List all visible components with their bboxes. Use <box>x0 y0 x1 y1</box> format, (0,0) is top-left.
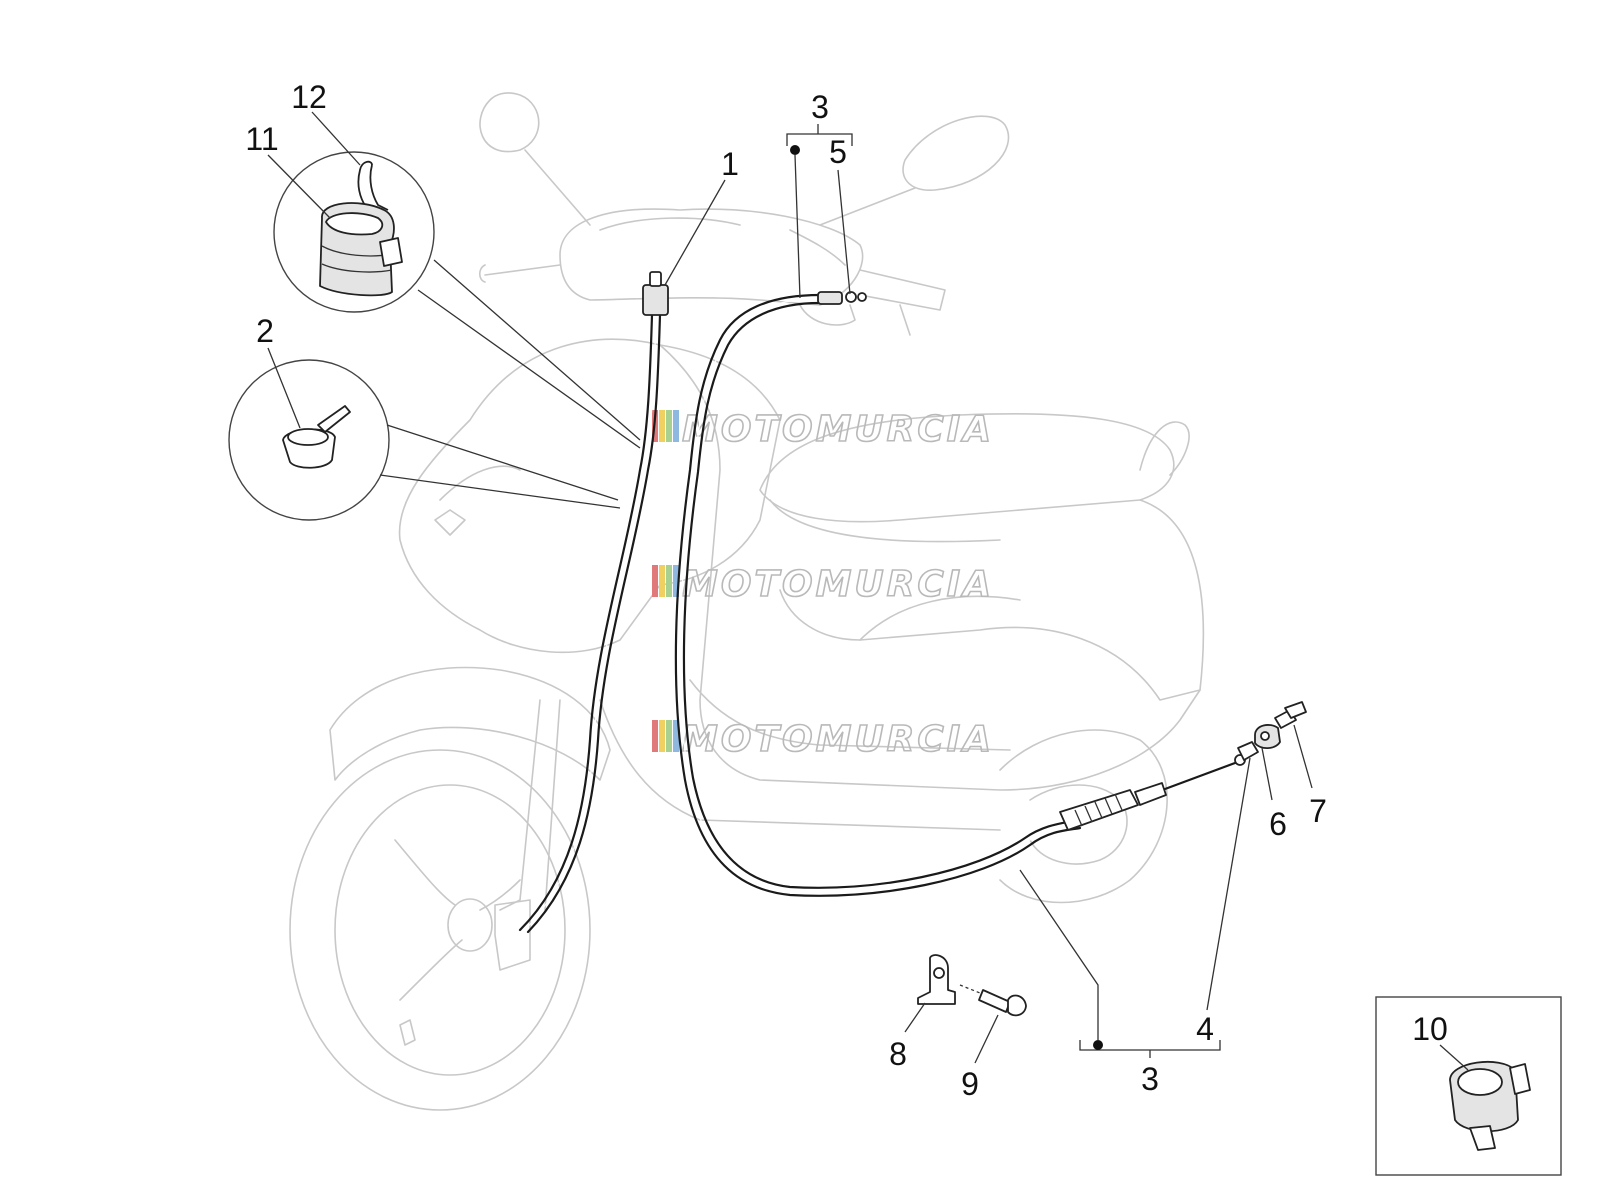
cable-1 <box>518 271 669 934</box>
leader-12 <box>311 111 361 166</box>
leader-2 <box>267 347 301 429</box>
watermark-group: MOTOMURCIA MOTOMURCIA MOTOMURCIA <box>652 408 994 761</box>
label-part-8: 8 <box>889 1036 907 1072</box>
leader-4 <box>1206 757 1251 1011</box>
leader-11 <box>267 154 331 219</box>
label-part-7: 7 <box>1309 793 1327 829</box>
label-part-4: 4 <box>1196 1011 1214 1047</box>
part-6-clamp <box>1254 724 1281 750</box>
watermark-2: MOTOMURCIA <box>652 563 994 606</box>
watermark-text: MOTOMURCIA <box>682 409 994 450</box>
part-9-bolt <box>959 984 1027 1017</box>
handlebar-right-grip <box>859 269 946 336</box>
part-number-labels: 1 2 3 5 11 12 4 3 6 7 8 9 10 <box>245 79 1447 1102</box>
label-part-1: 1 <box>721 146 739 182</box>
label-part-11: 11 <box>245 121 278 157</box>
leader-5 <box>837 169 851 295</box>
leader-9 <box>974 1014 999 1064</box>
rear-body <box>779 499 1205 701</box>
headset <box>559 208 864 306</box>
part-4-nut <box>1237 741 1259 761</box>
label-part-3-top: 3 <box>811 89 829 125</box>
seat <box>759 413 1175 523</box>
indicator <box>434 509 466 536</box>
label-part-3-bottom: 3 <box>1141 1061 1159 1097</box>
grab-handle <box>1139 421 1190 476</box>
leader-6 <box>1261 747 1273 801</box>
watermark-3: MOTOMURCIA <box>652 718 994 761</box>
part-2-clip <box>282 405 351 469</box>
brake-lever <box>799 304 856 326</box>
front-fork <box>499 699 561 911</box>
detail-bubble-2 <box>228 359 621 521</box>
front-fender <box>329 666 611 781</box>
watermark-text: MOTOMURCIA <box>682 564 994 605</box>
bracket-3-top-dot <box>790 145 800 155</box>
watermark-text: MOTOMURCIA <box>682 719 994 760</box>
label-part-6: 6 <box>1269 806 1287 842</box>
label-part-2: 2 <box>256 313 274 349</box>
label-part-5: 5 <box>829 134 847 170</box>
leader-1 <box>664 179 726 286</box>
part-10-clamp <box>1449 1060 1531 1151</box>
bracket-3-bottom <box>1079 1040 1221 1058</box>
leader-lines <box>267 111 1469 1071</box>
cable-1-top-fitting <box>642 284 669 316</box>
front-wheel-hub <box>447 898 493 952</box>
leader-8 <box>904 1002 926 1033</box>
cable-3-boot <box>1059 782 1167 831</box>
leader-7 <box>1293 724 1313 789</box>
part-7-screw <box>1274 701 1307 729</box>
label-part-9: 9 <box>961 1066 979 1102</box>
detail-bubble-11-12 <box>273 151 641 449</box>
label-part-10: 10 <box>1412 1011 1448 1047</box>
label-part-12: 12 <box>291 79 327 115</box>
watermark-1: MOTOMURCIA <box>652 408 994 451</box>
front-wheel-tyre <box>289 749 591 1111</box>
inset-box-part-10 <box>1375 996 1562 1176</box>
part-8-bracket <box>917 954 956 1005</box>
handlebar-left-grip <box>478 264 561 283</box>
bracket-3-top <box>786 124 853 146</box>
bracket-3-bottom-dot <box>1093 1040 1103 1050</box>
cable-3 <box>674 291 1246 897</box>
front-shield <box>398 338 781 654</box>
cable-3-handlebar-fitting <box>817 291 843 305</box>
rear-wheel <box>999 729 1168 904</box>
right-mirror <box>902 115 1010 191</box>
part-11-strap <box>319 202 403 297</box>
left-mirror <box>479 92 540 153</box>
leader-10 <box>1439 1044 1469 1071</box>
scooter-silhouette <box>289 92 1205 1111</box>
